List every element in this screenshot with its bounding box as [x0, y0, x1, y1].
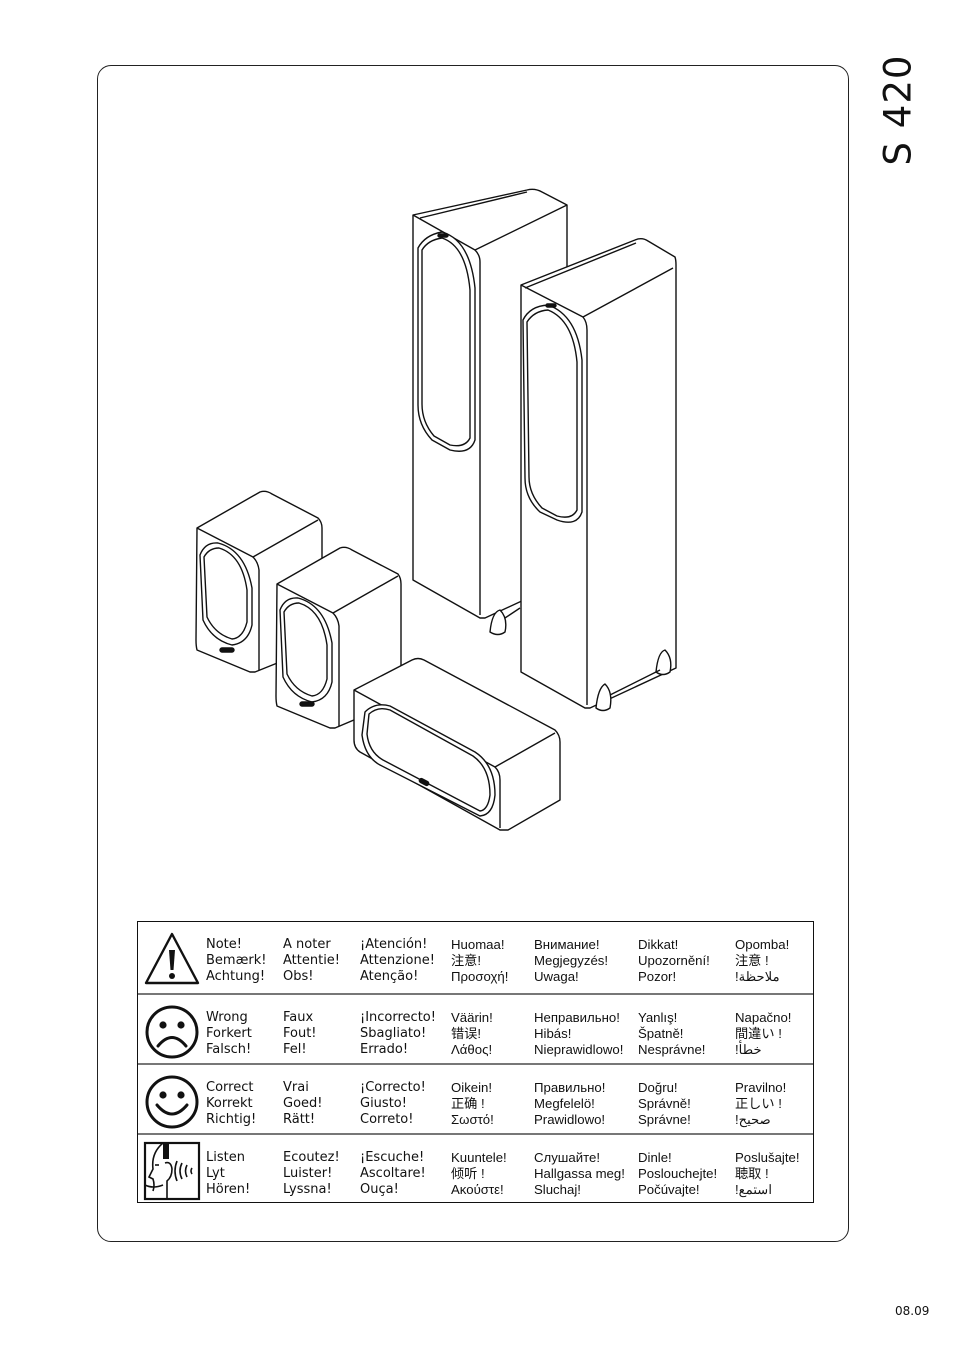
legend-cell: Doğru!Správně!Správne!: [638, 1080, 691, 1127]
floorstanding-speaker-right: [520, 238, 677, 712]
legend-cell: ¡Atención!Attenzione!Atenção!: [360, 937, 435, 984]
legend-cell: Huomaa!注意!Προσοχή!: [451, 937, 509, 984]
legend-cell: Правильно!Megfelelö!Prawidlowo!: [534, 1080, 606, 1127]
speaker-set-illustration: [195, 188, 677, 831]
legend-cell: Dikkat!Upozornění!Pozor!: [638, 937, 710, 984]
center-speaker: [353, 657, 561, 831]
legend-cell: Oikein!正确 !Σωστό!: [451, 1080, 494, 1127]
legend-cell: ¡Escuche!Ascoltare!Ouça!: [360, 1150, 426, 1197]
legend-cell: Yanlış!Špatně!Nesprávne!: [638, 1010, 706, 1057]
happy-face-icon: [145, 1075, 199, 1129]
legend-cell: ¡Incorrecto!Sbagliato!Errado!: [360, 1010, 436, 1057]
legend-cell: Väärin!错误!Λάθος!: [451, 1010, 493, 1057]
legend-cell: ¡Correcto!Giusto!Correto!: [360, 1080, 426, 1127]
sad-face-icon: [145, 1005, 199, 1059]
legend-cell: Dinle!Poslouchejte!Počúvajte!: [638, 1150, 718, 1197]
legend-cell: Pravilno!正しい !!صحيح: [735, 1080, 787, 1127]
legend-cell: Poslušajte!聴取 !!استمع: [735, 1150, 800, 1197]
legend-cell: Napačno!間違い !!خطأ: [735, 1010, 792, 1057]
warning-triangle-icon: [144, 932, 200, 985]
legend-cell: Note!Bemærk!Achtung!: [206, 937, 267, 984]
legend-cell: Внимание!Megjegyzés!Uwaga!: [534, 937, 609, 984]
legend-cell: Kuuntele!倾听 !Ακούστε!: [451, 1150, 507, 1197]
page-frame: [97, 65, 849, 1242]
model-name: S 420: [876, 54, 920, 166]
legend-cell: Opomba!注意 !!ملاحظة: [735, 937, 790, 984]
model-title: S 420: [868, 55, 928, 166]
legend-cell: Неправильно!Hibás!Nieprawidlowo!: [534, 1010, 624, 1057]
legend-cell: Ecoutez!Luister!Lyssna!: [283, 1150, 340, 1197]
listen-ear-icon: [143, 1141, 201, 1201]
legend-cell: Слушайте!Hallgassa meg!Sluchaj!: [534, 1150, 625, 1197]
date-code: 08.09: [895, 1304, 930, 1318]
